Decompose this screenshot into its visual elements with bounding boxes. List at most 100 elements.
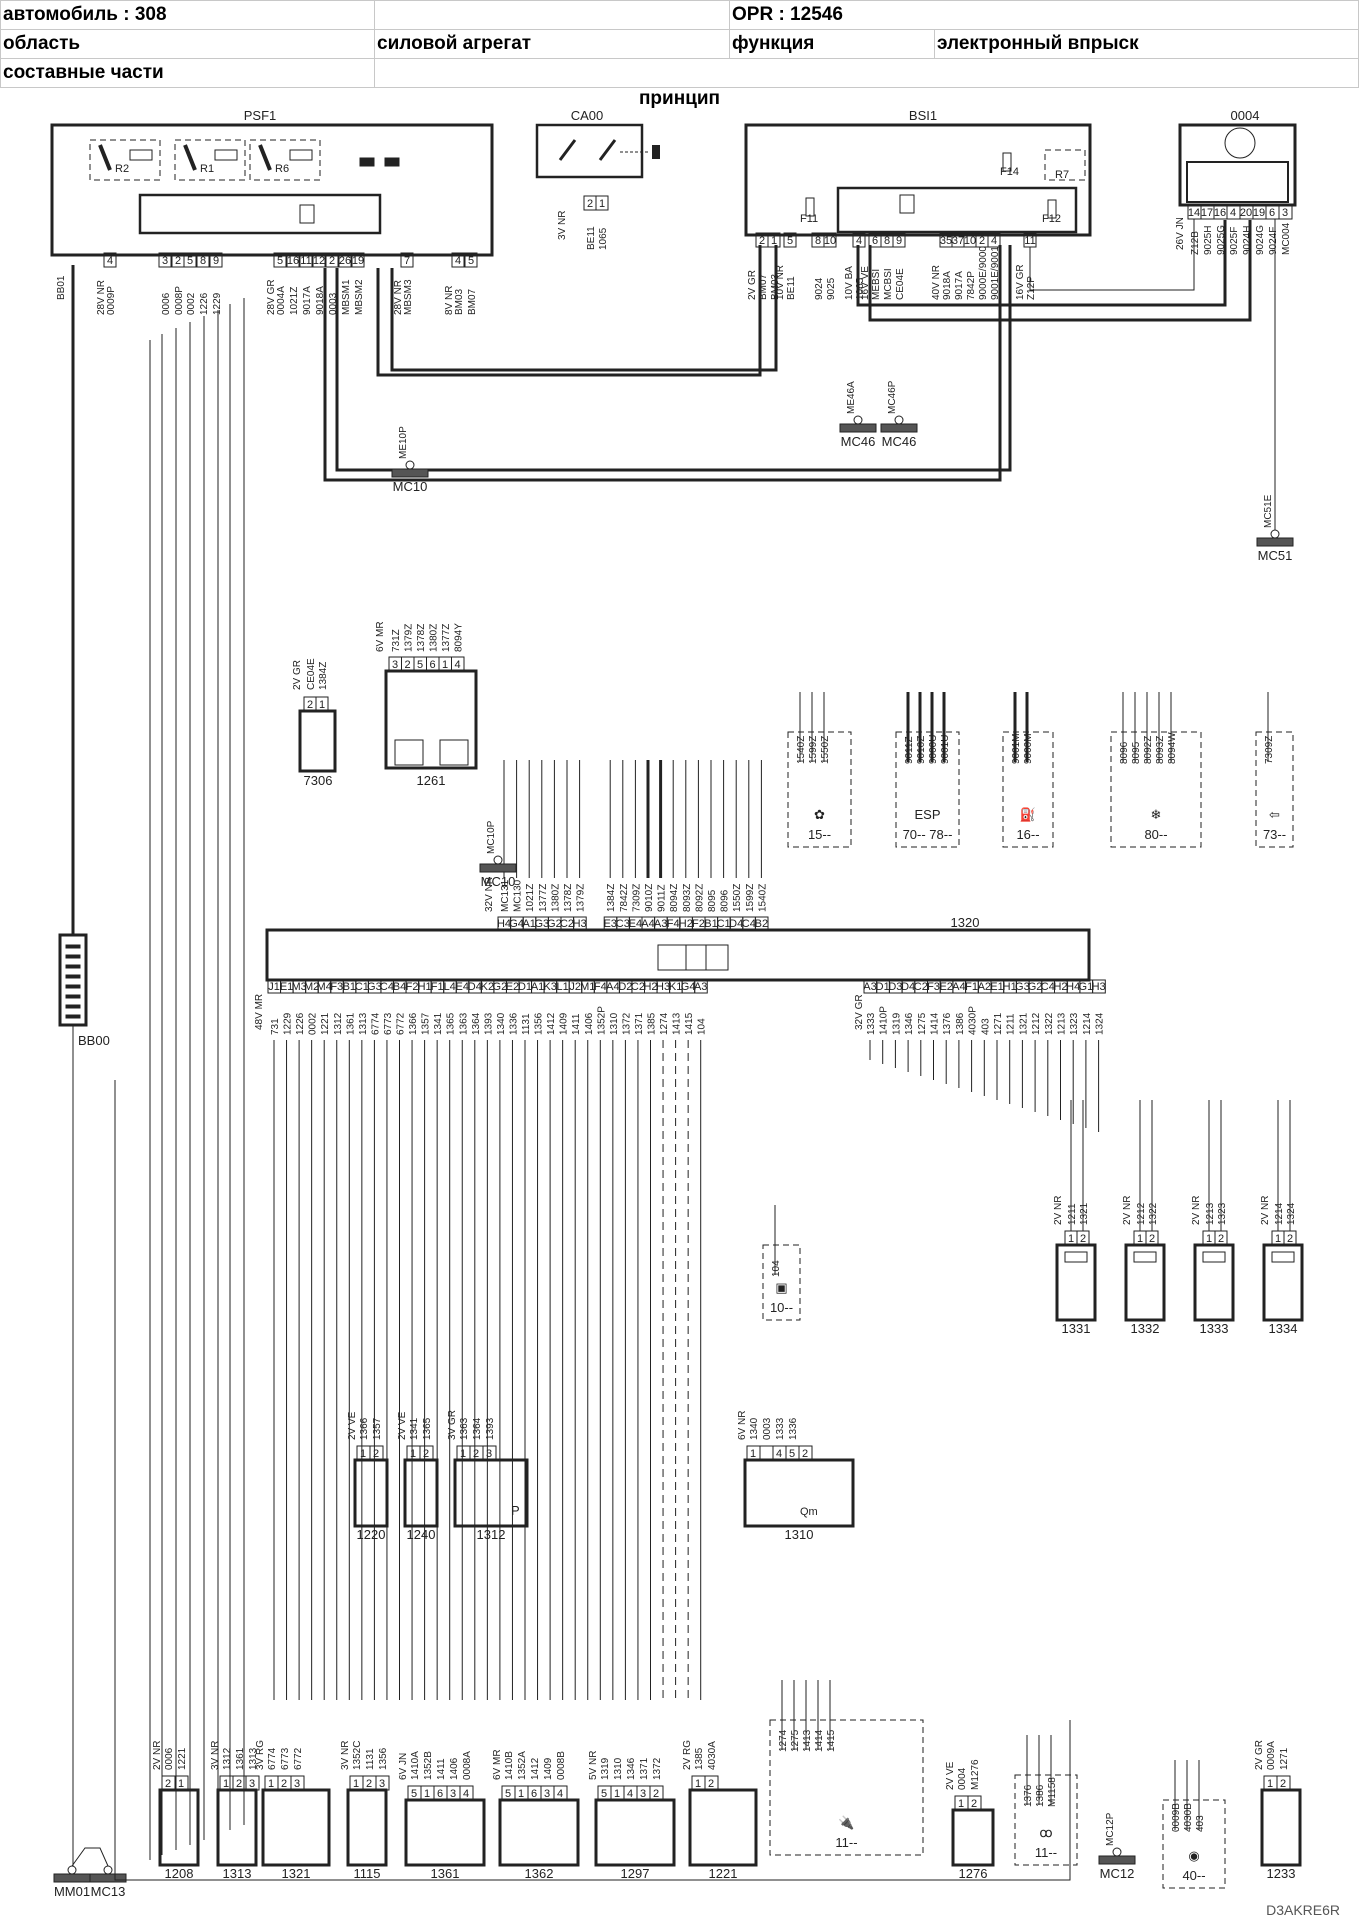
ecu-bottom-pin-number: A2 — [978, 981, 991, 993]
c1261-wire-label: 8094Y — [454, 623, 465, 652]
c1220-wire-meta: 2V VE — [347, 1411, 358, 1440]
injector-pin-number: 1 — [1275, 1233, 1281, 1245]
ground-label: MC12 — [1100, 1866, 1135, 1881]
drawing-code: D3AKRE6R — [1266, 1902, 1340, 1918]
group-wire-label: 1550Z — [820, 736, 831, 764]
ground-hatch — [1098, 1855, 1136, 1865]
group-wire-label: 9000M — [1023, 733, 1034, 764]
c1261-box — [384, 669, 478, 770]
component-pin-number: 2 — [971, 1798, 977, 1810]
relay-contact — [98, 144, 112, 171]
component-wire-meta: 3V RG — [255, 1740, 266, 1770]
ecu-top-pin-number: G4 — [509, 918, 524, 930]
c1261-pin-number: 6 — [429, 659, 435, 671]
component-pin-cell — [375, 1775, 390, 1791]
component-wire-meta: 3V NR — [210, 1741, 221, 1770]
component-wire-label: 1356 — [378, 1747, 389, 1770]
group-15 — [787, 731, 852, 848]
ecu-bottom-pin-number: F3 — [927, 981, 940, 993]
component-pin-number: 2 — [708, 1778, 714, 1790]
group-wire-label: 1376 — [1023, 1784, 1034, 1807]
ecu-bottom-pin-number: F3 — [330, 981, 343, 993]
component-wire-label: 1361 — [235, 1747, 246, 1770]
injector-wire-label: 1321 — [1079, 1202, 1090, 1225]
ecu-top-pin-number: A1 — [522, 918, 535, 930]
relay-label: R7 — [1055, 169, 1069, 181]
ecu-bottom-pin-number: H3 — [656, 981, 670, 993]
c1261-pin-number: 3 — [392, 659, 398, 671]
ground-icon — [359, 157, 375, 167]
group-label: 15-- — [808, 827, 831, 842]
component-1208 — [158, 1788, 200, 1867]
battery-cell — [65, 1014, 81, 1019]
group-icon: 🔌 — [838, 1815, 854, 1830]
group-wire-label: 1599Z — [808, 736, 819, 764]
ca00-pin-number: 1 — [599, 198, 605, 210]
ground-terminal — [405, 460, 415, 470]
ecu-bottom-pin-number: D4 — [468, 981, 482, 993]
ecu-bottom-wire-label: 1376 — [942, 1012, 953, 1035]
bsi1-pin-number: 11 — [1024, 235, 1035, 247]
bsi1-pin-cell — [783, 232, 797, 248]
bsi1-pin-number: 4 — [856, 235, 862, 247]
ecu-top-wire-label: 8093Z — [682, 884, 693, 912]
ecu-top-pin-cell — [573, 916, 587, 931]
ecu-bottom-wire-label: 1385 — [647, 1012, 658, 1035]
ecu-bottom-pin-number: H1 — [1003, 981, 1017, 993]
relay-r2 — [89, 139, 161, 181]
ecu-bottom-pin-number: B4 — [393, 981, 406, 993]
bsi1-inner-box — [836, 186, 1078, 234]
m0004-wire-label: 9024G — [1255, 225, 1266, 255]
component-code: 1313 — [223, 1866, 252, 1881]
opr-label: OPR : 12546 — [729, 0, 1359, 30]
group-icon: ✿ — [814, 807, 825, 822]
bsi1-pin-number: 2 — [759, 235, 765, 247]
component-pin-number: 1 — [424, 1788, 430, 1800]
c1220-wire-label: 1357 — [372, 1417, 383, 1440]
c7306-wire-label: 1384Z — [318, 662, 329, 690]
c1310-pin-number: 2 — [802, 1448, 808, 1460]
bsi1-wire-label: 9000E/9000 — [978, 246, 989, 300]
component-pin-number: 1 — [178, 1778, 184, 1790]
c1261-wire-label: 1377Z — [441, 624, 452, 652]
c1261-pin-number: 2 — [404, 659, 410, 671]
group-wire-label: 104 — [771, 1260, 782, 1277]
ecu-bottom-pin-number: G3 — [367, 981, 382, 993]
ecu-bottom-pin-number: H3 — [1092, 981, 1106, 993]
psf1-pin-number: 26 — [339, 255, 351, 267]
c1240-pin-cell — [419, 1445, 434, 1461]
group-icon: ESP — [914, 807, 940, 822]
m0004-wire-label: MC004 — [1281, 222, 1292, 255]
c1220 — [353, 1458, 389, 1528]
bsi1-pin-number: 9 — [896, 235, 902, 247]
group-7078 — [895, 731, 960, 848]
c7306-pin-number: 1 — [319, 699, 325, 711]
psf1-wire-meta: 8V NR — [444, 286, 455, 315]
psf1-pin-cell — [286, 252, 300, 268]
component-wire-meta: 5V NR — [588, 1751, 599, 1780]
bsi1-wire-label: BM07 — [758, 273, 769, 300]
psf1-wire-label: 9018A — [315, 286, 326, 315]
ground-link — [71, 1847, 109, 1867]
component-pin-number: 4 — [463, 1788, 469, 1800]
ground-label: MC46 — [882, 434, 917, 449]
ca00-pin-cell — [595, 195, 609, 211]
m0004-wire-label: 9024H — [1242, 226, 1253, 255]
bsi1-pin-number: 2 — [979, 235, 985, 247]
fuse-label: F11 — [800, 213, 818, 225]
component-pin-number: 4 — [627, 1788, 633, 1800]
group-11 — [1014, 1774, 1078, 1866]
psf1-pin-cell — [158, 252, 172, 268]
ecu-bottom-pin-number: M3 — [291, 981, 306, 993]
psf1-pin-number: 12 — [313, 255, 325, 267]
psf1-box — [50, 123, 494, 257]
group-wire-label: 1386 — [1035, 1784, 1046, 1807]
injector-pin-number: 1 — [1206, 1233, 1212, 1245]
m0004-pin-number: 6 — [1269, 207, 1275, 219]
bsi1-wire-label: 7842P — [966, 271, 977, 300]
ecu-bottom-wire-label: 1371 — [634, 1012, 645, 1035]
component-wire-label: 1313 — [248, 1747, 259, 1770]
ecu-bottom-pin-cell — [1092, 979, 1106, 994]
ground-terminal — [853, 415, 863, 425]
ecu-bottom-wire-label: 1411 — [571, 1013, 582, 1035]
